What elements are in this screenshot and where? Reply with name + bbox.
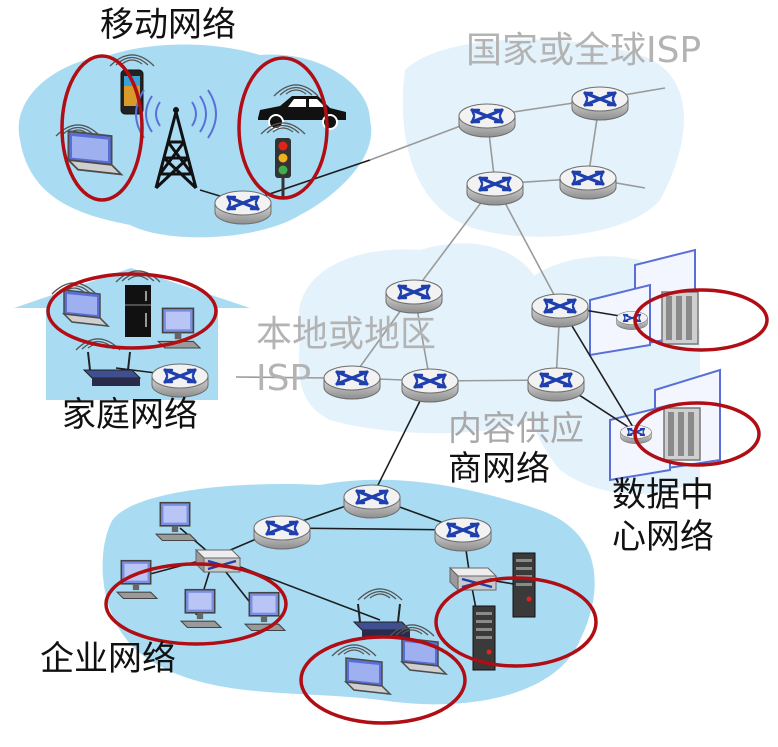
router-enterprise-1: [342, 483, 402, 520]
router-content-1: [530, 292, 590, 329]
home-wifi-router: [82, 351, 142, 386]
server-ent-1: [512, 552, 536, 618]
regional-isp-label-line1: 本地或地区: [256, 314, 437, 355]
content-provider-label-line1: 内容供应: [448, 409, 584, 449]
circle-datacenter-1: [633, 288, 769, 352]
enterprise-wifi-router: [352, 603, 412, 638]
router-datacenter-1: [615, 310, 649, 331]
router-regional-1: [384, 278, 444, 315]
circle-enterprise-laptops: [299, 635, 467, 725]
router-content-2: [526, 366, 586, 403]
router-global-3: [465, 170, 525, 207]
router-enterprise-3: [433, 516, 493, 553]
circle-enterprise-desktops: [104, 562, 288, 646]
desktop-ent-4: [244, 591, 286, 632]
router-home: [150, 362, 210, 399]
datacenter-rack-2: [663, 407, 701, 461]
datacenter-label-line1: 数据中: [612, 475, 714, 515]
circle-home-devices: [46, 272, 218, 350]
global-isp-label: 国家或全球ISP: [466, 30, 702, 71]
fridge-icon: [125, 285, 151, 337]
enterprise-network-label: 企业网络: [40, 639, 176, 679]
router-global-2: [570, 85, 630, 122]
circle-mobile-devices: [60, 54, 144, 202]
router-global-4: [558, 164, 618, 201]
router-mobile: [213, 189, 273, 226]
datacenter-label-line2: 心网络: [612, 517, 714, 557]
desktop-ent-3: [180, 588, 222, 629]
desktop-ent-1: [155, 501, 197, 542]
home-network-label: 家庭网络: [62, 395, 198, 435]
router-enterprise-2: [252, 514, 312, 551]
cell-tower-icon: [135, 89, 217, 190]
highlight-circles: [46, 54, 769, 725]
router-regional-2: [322, 364, 382, 401]
circle-datacenter-2: [633, 401, 761, 467]
mobile-network-label: 移动网络: [100, 5, 236, 45]
traffic-light-icon: [275, 138, 291, 198]
circle-enterprise-servers: [434, 576, 598, 668]
circle-car-light: [237, 56, 329, 200]
router-global-1: [457, 102, 517, 139]
router-regional-3: [400, 367, 460, 404]
content-provider-label-line2: 商网络: [448, 449, 550, 489]
datacenter-rack-1: [661, 291, 699, 345]
regional-isp-label-line2: ISP: [256, 358, 312, 399]
